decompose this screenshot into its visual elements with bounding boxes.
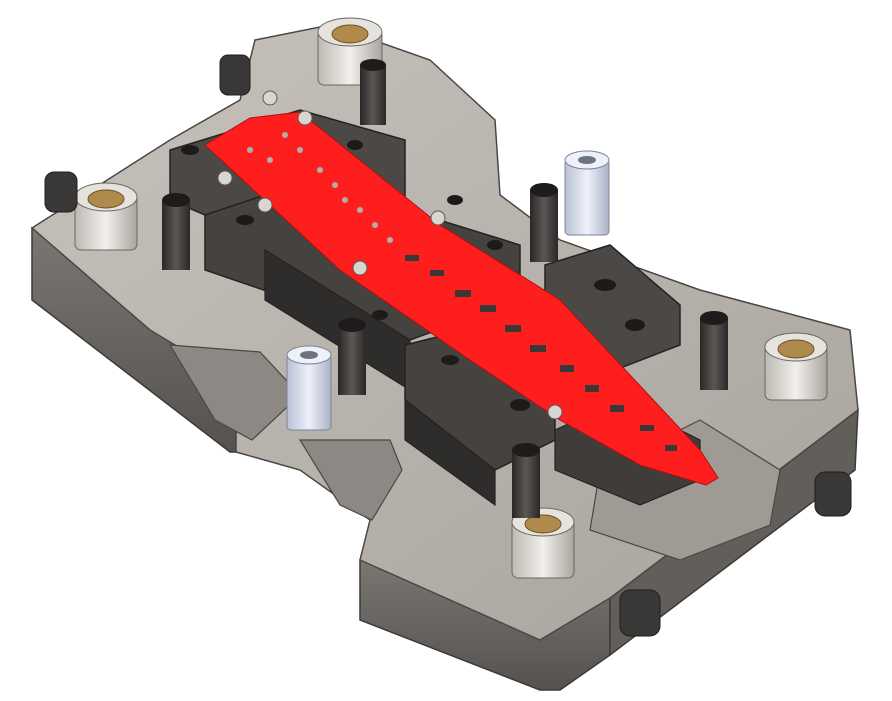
plate-notch-left (168, 344, 301, 441)
post-3 (530, 183, 558, 262)
clamp-screws (217, 90, 563, 420)
post-2 (162, 193, 190, 270)
pin-left (286, 345, 332, 431)
stop-right (814, 471, 852, 517)
bushing-front (511, 507, 575, 579)
post-5 (700, 311, 728, 390)
strip-material (204, 111, 719, 486)
strip-slots (405, 255, 677, 451)
post-4 (338, 318, 366, 395)
bushing-right (764, 332, 828, 401)
stop-rear (219, 54, 251, 96)
stop-button (44, 54, 852, 637)
post-6 (512, 443, 540, 518)
bushing-left (74, 182, 138, 251)
guide-bushing (74, 17, 828, 579)
post-1 (360, 59, 386, 125)
guide-pin (286, 150, 610, 431)
stop-left (44, 171, 78, 213)
stop-front (619, 589, 661, 637)
guide-post (162, 59, 728, 518)
plate-notch-front (298, 439, 403, 521)
block-lower-side (404, 398, 496, 507)
pin-right (564, 150, 610, 236)
strip-cutouts (247, 132, 393, 243)
block-holes (181, 140, 645, 411)
